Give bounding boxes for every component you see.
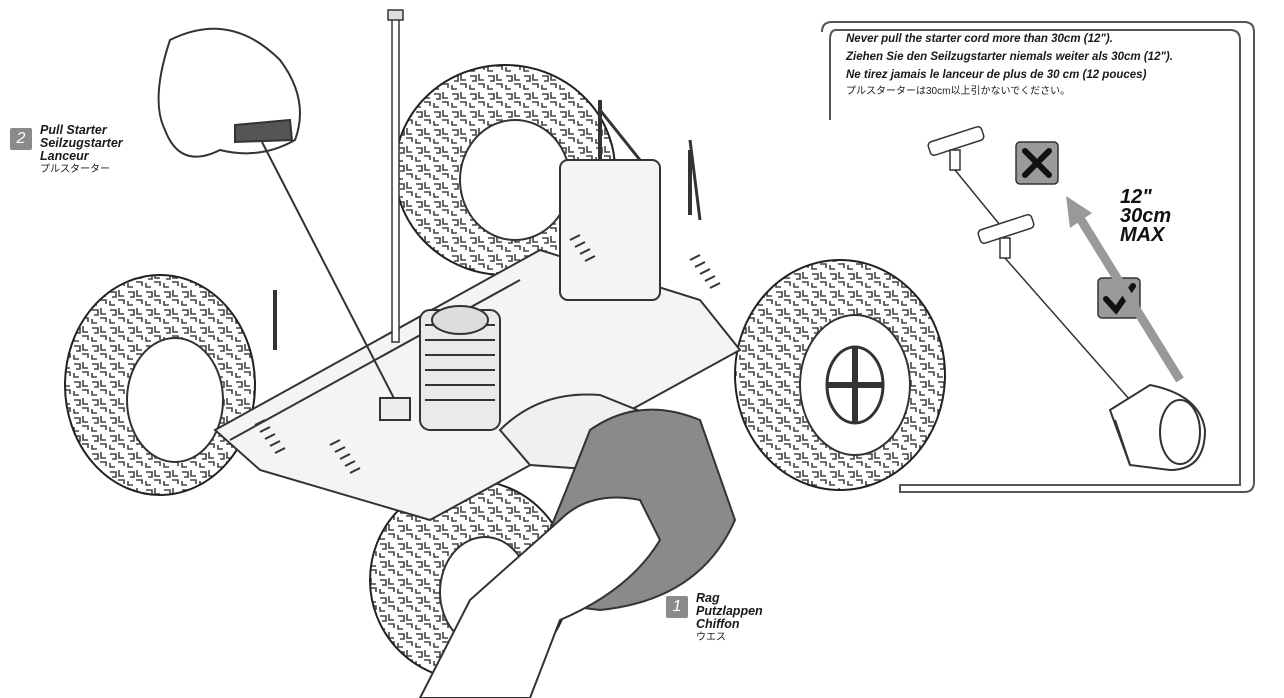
rag-callout: 1 Rag Putzlappen Chiffon ウエス [666,592,763,644]
pull-starter-callout: 2 Pull Starter Seilzugstarter Lanceur プル… [10,124,123,176]
callout-label-en: Pull Starter [40,123,107,137]
front-left-wheel [64,274,256,496]
callout-label-de: Seilzugstarter [40,136,123,150]
max-inches: 12" [1120,186,1152,208]
max-cm: 30cm [1120,205,1172,227]
max-text: MAX [1120,224,1165,246]
callout-number-badge: 1 [666,596,688,618]
shocks [254,100,721,474]
max-pull-length-label: 12" 30cm MAX [1120,186,1172,246]
warning-panel [821,21,1255,493]
callout-label-jp: ウエス [696,632,726,643]
rag-hand [418,408,737,698]
callout-label-en: Rag [696,591,720,605]
starter-unit [1108,383,1207,472]
callout-label-jp: プルスターター [40,164,110,175]
warning-line-en: Never pull the starter cord more than 30… [846,33,1113,45]
warning-line-jp: プルスターターは30cm以上引かないでください。 [846,86,1071,97]
callout-label-fr: Lanceur [40,149,89,163]
pull-starter-hand [157,27,411,421]
engine [419,305,501,431]
warning-line-de: Ziehen Sie den Seilzugstarter niemals we… [846,51,1173,63]
starter-handle-correct [977,213,1131,401]
callout-number-badge: 2 [10,128,32,150]
callout-label-de: Putzlappen [696,604,763,618]
warning-line-fr: Ne tirez jamais le lanceur de plus de 30… [846,69,1147,81]
callout-label-fr: Chiffon [696,617,740,631]
pull-direction-arrow [1066,196,1184,383]
warning-text: Never pull the starter cord more than 30… [846,30,1276,100]
x-mark-icon [1015,141,1059,185]
starter-handle-too-far [927,125,1001,226]
antenna [387,9,404,343]
rear-right-wheel [734,259,946,491]
